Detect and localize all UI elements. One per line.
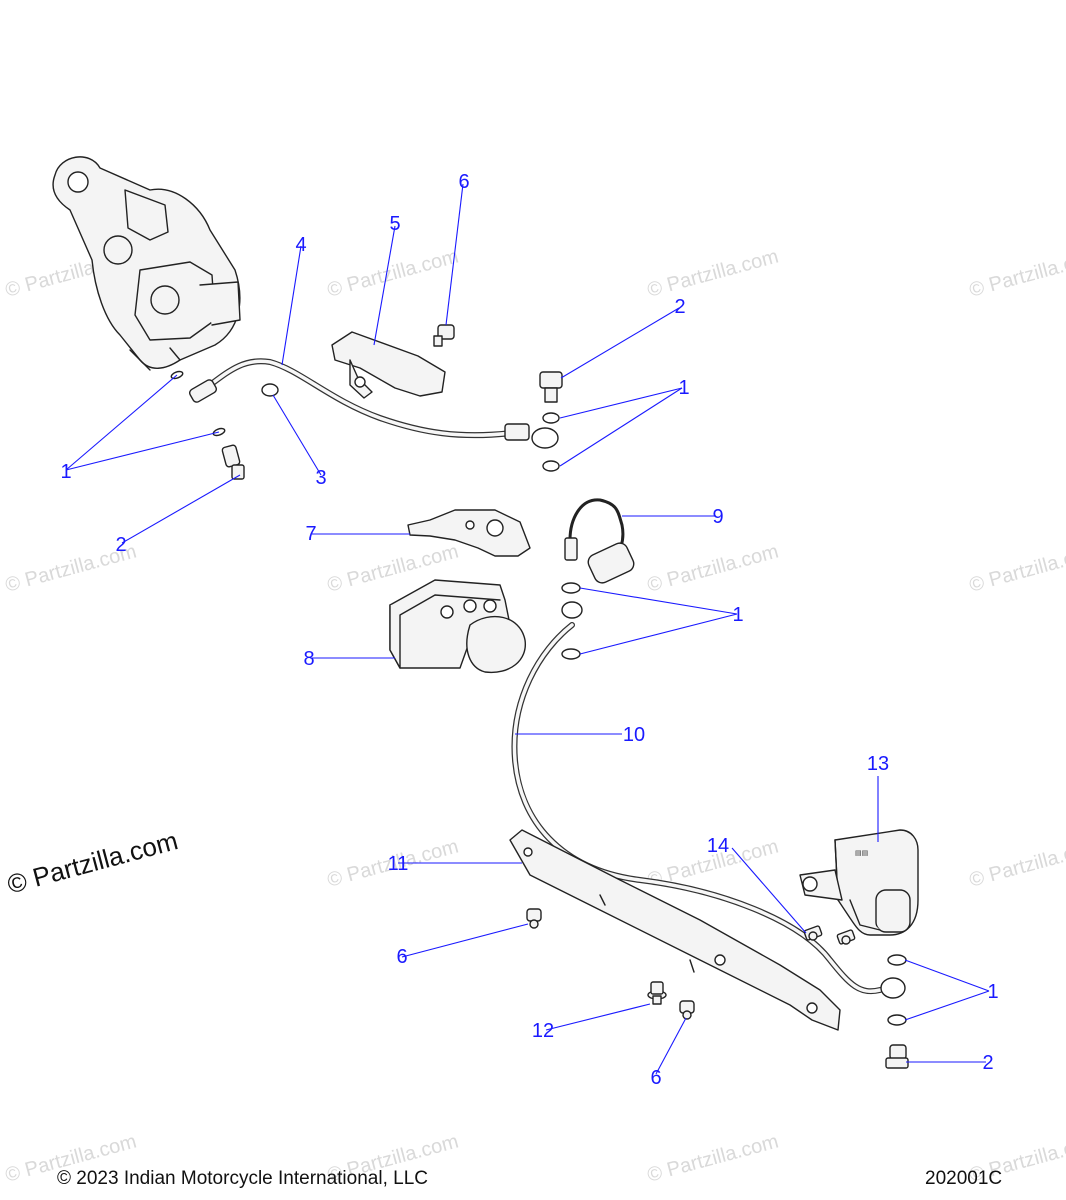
- callout-8: 8: [303, 648, 315, 670]
- callout-2: 2: [115, 534, 127, 556]
- callout-9: 9: [712, 506, 724, 528]
- banjo-bolt-2-top: [539, 371, 563, 403]
- callout-2: 2: [982, 1052, 994, 1074]
- banjo-bolt-2-bottom: [885, 1044, 909, 1069]
- sensor-9: [564, 498, 635, 584]
- svg-text:▤▤: ▤▤: [855, 850, 868, 857]
- bolt-6-bottom: [679, 1000, 695, 1020]
- callout-1: 1: [678, 377, 690, 399]
- callout-6: 6: [458, 171, 470, 193]
- callout-4: 4: [295, 234, 307, 256]
- bolt-6-mid: [526, 908, 542, 929]
- banjo-bolt-2-left: [221, 444, 245, 480]
- bracket-7: [407, 509, 531, 557]
- brake-caliper-assembly: [52, 156, 241, 371]
- callout-1: 1: [732, 604, 744, 626]
- diagram-id: 202001C: [925, 1168, 1003, 1189]
- callout-5: 5: [389, 213, 401, 235]
- bracket-5: [331, 331, 446, 399]
- callout-14: 14: [706, 835, 730, 857]
- bracket-11: [509, 829, 841, 1031]
- abs-module-8: [389, 579, 526, 674]
- bolt-6-top: [433, 324, 455, 347]
- callout-7: 7: [305, 523, 317, 545]
- callout-10: 10: [622, 724, 646, 746]
- callout-6: 6: [650, 1067, 662, 1089]
- bolts-14: [803, 925, 856, 945]
- callout-2: 2: [674, 296, 686, 318]
- callout-6: 6: [396, 946, 408, 968]
- callout-11: 11: [387, 853, 409, 875]
- copyright-notice: © 2023 Indian Motorcycle International, …: [57, 1168, 428, 1189]
- callout-13: 13: [866, 753, 890, 775]
- callout-1: 1: [987, 981, 999, 1003]
- master-cylinder-13: ▤▤: [799, 829, 919, 936]
- callout-12: 12: [531, 1020, 555, 1042]
- callout-3: 3: [315, 467, 327, 489]
- callout-1: 1: [60, 461, 72, 483]
- fastener-12: [647, 981, 667, 1005]
